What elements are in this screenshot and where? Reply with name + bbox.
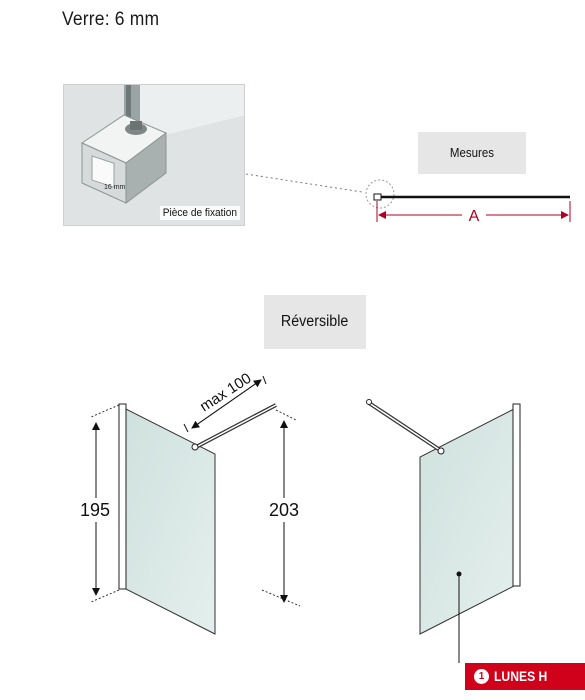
wall-profile-left	[118, 403, 127, 590]
measures-label: Mesures	[449, 146, 495, 160]
bracket-dimension-label: 16 mm	[104, 184, 126, 191]
dimension-letter-a: A	[469, 208, 480, 225]
wall-profile-right	[512, 403, 521, 587]
wall-bracket-icon	[373, 193, 382, 201]
left-installation: 195 max 100 203	[80, 370, 301, 635]
callout-line	[245, 173, 363, 193]
fixation-bracket-image: 16 mm	[64, 85, 244, 225]
reversible-tag: Réversible	[264, 295, 366, 349]
panel-height-label: 195	[80, 500, 110, 520]
bar-clamp-icon	[191, 443, 199, 451]
product-badge: 1 LUNES H	[465, 663, 585, 690]
right-installation	[366, 399, 521, 663]
measures-tag: Mesures	[418, 132, 526, 174]
glass-panel-right	[419, 408, 515, 635]
glass-thickness-label: Verre: 6 mm	[62, 9, 160, 30]
fixation-photo: 16 mm Pièce de fixation	[63, 84, 245, 226]
detail-circle	[365, 179, 395, 209]
badge-text: LUNES H	[494, 669, 548, 684]
badge-number: 1	[474, 669, 489, 684]
photo-caption: Pièce de fixation	[160, 206, 240, 220]
measures-detail: A	[245, 173, 571, 225]
total-height-label: 203	[269, 500, 299, 520]
reversible-label: Réversible	[281, 313, 349, 330]
bar-length-label: max 100	[197, 370, 255, 416]
